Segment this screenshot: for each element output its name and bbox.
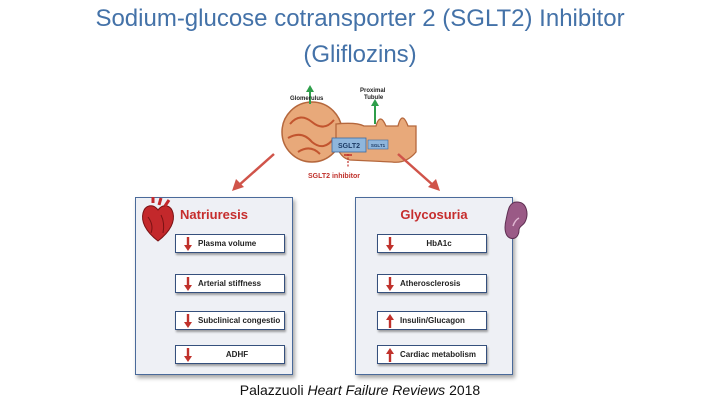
item-label: HbA1c <box>426 239 452 248</box>
item-label: Arterial stiffness <box>198 279 262 288</box>
arrow-down-icon <box>184 237 192 251</box>
nephron-schematic: Glomerulus Proximal Tubule SGLT2 SGLT1 S… <box>281 85 417 180</box>
glycosuria-heading: Glycosuria <box>400 207 468 222</box>
arrow-to-natriuresis <box>232 153 275 191</box>
item-insulin-glucagon: Insulin/Glucagon <box>377 311 487 330</box>
sglt2-label: SGLT2 <box>338 143 360 150</box>
item-label: Insulin/Glucagon <box>400 316 465 325</box>
glomerulus-label: Glomerulus <box>290 96 324 102</box>
arrow-to-glycosuria <box>397 153 440 191</box>
arrow-down-icon <box>184 348 192 362</box>
tubule-label: Tubule <box>364 95 384 101</box>
proximal-label: Proximal <box>360 88 386 94</box>
item-subclinical-congestion: Subclinical congestion <box>175 311 285 330</box>
item-adhf: ADHF <box>175 345 285 364</box>
sglt2-box <box>331 137 367 153</box>
arrow-up-icon <box>386 314 394 328</box>
kidney-icon <box>504 201 528 239</box>
arrow-down-icon <box>184 277 192 291</box>
item-plasma-volume: Plasma volume <box>175 234 285 253</box>
slide-title-line2: (Gliflozins) <box>303 41 417 68</box>
item-label: Subclinical congestion <box>198 316 280 325</box>
slide-title-line1: Sodium-glucose cotransporter 2 (SGLT2) I… <box>95 5 625 32</box>
citation: Palazzuoli Heart Failure Reviews 2018 <box>0 382 720 398</box>
arrow-down-icon <box>184 314 192 328</box>
item-label: Plasma volume <box>198 239 257 248</box>
item-label: Cardiac metabolism <box>400 350 477 359</box>
glomerulus-shape <box>281 101 343 163</box>
item-cardiac-metabolism: Cardiac metabolism <box>377 345 487 364</box>
sglt2-inhibitor-label: SGLT2 inhibitor <box>308 173 360 180</box>
arrow-up-icon <box>386 348 394 362</box>
heart-icon <box>142 197 174 242</box>
arrow-down-icon <box>386 237 394 251</box>
citation-author: Palazzuoli <box>239 382 304 398</box>
arrow-down-icon <box>386 277 394 291</box>
item-atherosclerosis: Atherosclerosis <box>377 274 487 293</box>
natriuresis-heading: Natriuresis <box>180 207 248 222</box>
citation-year: 2018 <box>449 382 481 398</box>
sglt1-box <box>367 139 389 150</box>
citation-journal: Heart Failure Reviews <box>307 382 446 398</box>
item-arterial-stiffness: Arterial stiffness <box>175 274 285 293</box>
sglt1-label: SGLT1 <box>371 143 386 148</box>
item-label: ADHF <box>225 350 249 359</box>
item-hba1c: HbA1c <box>377 234 487 253</box>
item-label: Atherosclerosis <box>400 279 461 288</box>
